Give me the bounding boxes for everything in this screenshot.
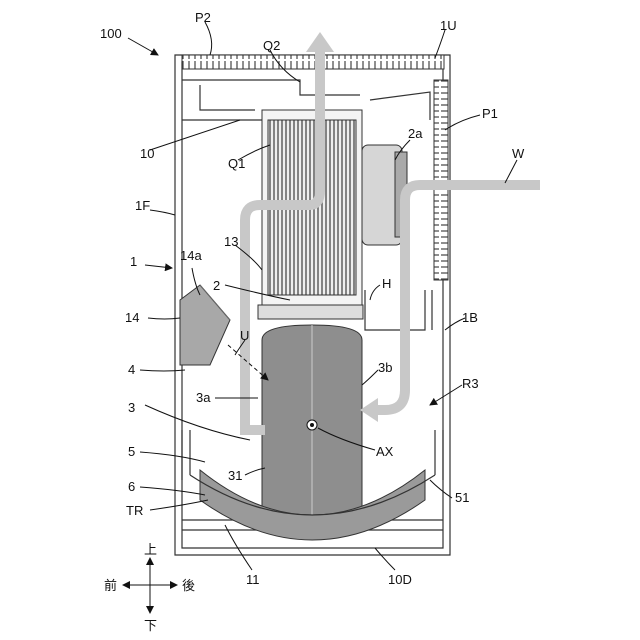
label-3: 3 (128, 400, 135, 415)
label-p1: P1 (482, 106, 498, 121)
label-100: 100 (100, 26, 122, 41)
direction-compass: 上 下 前 後 (104, 543, 195, 634)
label-1f: 1F (135, 198, 150, 213)
label-u: U (240, 328, 249, 343)
dir-back: 後 (182, 579, 195, 594)
label-w: W (512, 146, 525, 161)
label-3b: 3b (378, 360, 392, 375)
label-tr: TR (126, 503, 143, 518)
label-11: 11 (246, 572, 260, 587)
label-1u: 1U (440, 18, 457, 33)
label-h: H (382, 276, 391, 291)
label-1: 1 (130, 254, 137, 269)
label-31: 31 (228, 468, 242, 483)
label-13: 13 (224, 234, 238, 249)
label-p2: P2 (195, 10, 211, 25)
filter-unit (180, 285, 230, 365)
label-2a: 2a (408, 126, 423, 141)
label-3a: 3a (196, 390, 211, 405)
label-r3: R3 (462, 376, 479, 391)
label-q2: Q2 (263, 38, 280, 53)
label-q1: Q1 (228, 156, 245, 171)
label-5: 5 (128, 444, 135, 459)
label-6: 6 (128, 479, 135, 494)
label-14: 14 (125, 310, 139, 325)
label-10: 10 (140, 146, 154, 161)
label-2: 2 (213, 278, 220, 293)
label-ax: AX (376, 444, 394, 459)
label-10d: 10D (388, 572, 412, 587)
drum (262, 325, 362, 525)
dir-up: 上 (144, 543, 157, 558)
label-14a: 14a (180, 248, 202, 263)
label-4: 4 (128, 362, 135, 377)
label-51: 51 (455, 490, 469, 505)
dir-front: 前 (104, 578, 117, 594)
dir-down: 下 (144, 619, 157, 634)
label-1b: 1B (462, 310, 478, 325)
top-vent-grille (182, 55, 444, 69)
